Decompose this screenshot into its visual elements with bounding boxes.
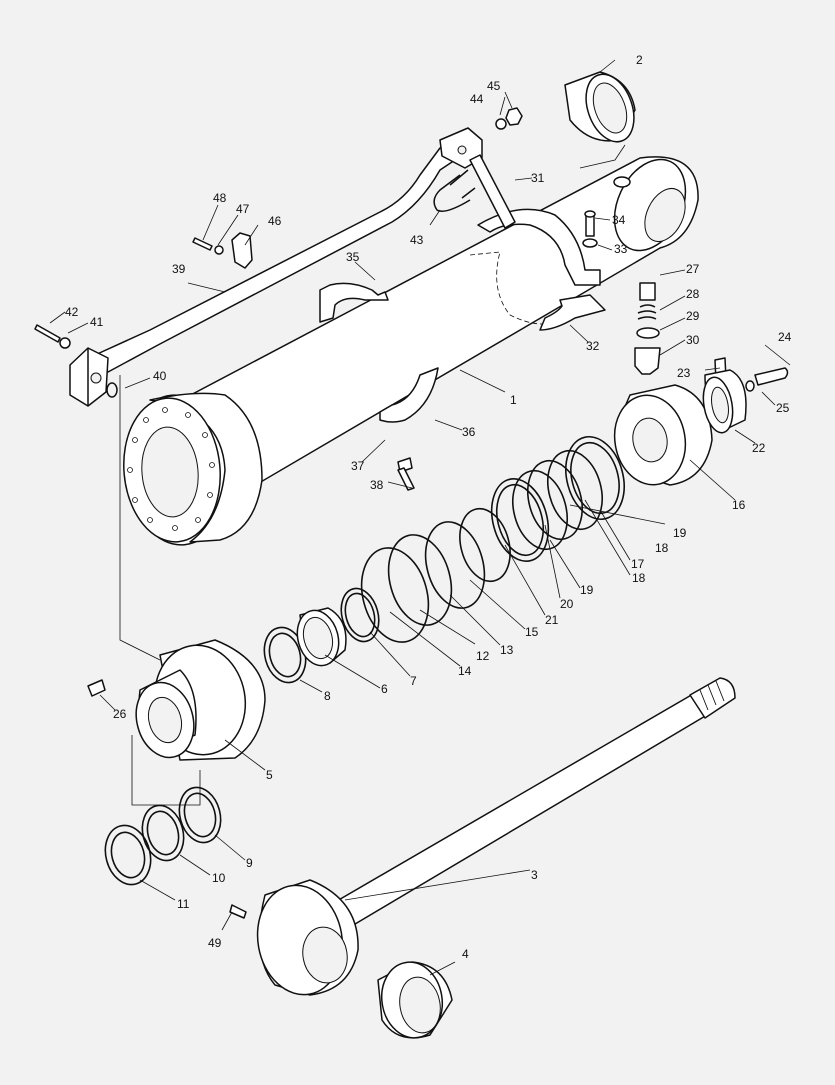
callout-45: 45 (487, 79, 501, 93)
callout-18: 18 (655, 541, 669, 555)
tube-line (94, 127, 483, 373)
callout-20: 20 (560, 597, 574, 611)
callout-15: 15 (525, 625, 539, 639)
callout-11: 11 (177, 897, 190, 911)
u-bolt (433, 174, 471, 212)
callout-18: 18 (632, 571, 646, 585)
callout-27: 27 (686, 262, 700, 276)
callout-2: 2 (636, 53, 643, 67)
callout-36: 36 (462, 425, 476, 439)
callout-35: 35 (346, 250, 360, 264)
callout-41: 41 (90, 315, 104, 329)
callout-13: 13 (500, 643, 514, 657)
callout-7: 7 (410, 674, 417, 688)
callout-34: 34 (612, 213, 626, 227)
bushing-4 (377, 961, 453, 1039)
callout-30: 30 (686, 333, 700, 347)
callout-21: 21 (545, 613, 559, 627)
callout-43: 43 (410, 233, 424, 247)
callout-14: 14 (458, 664, 472, 678)
clamp-35 (319, 282, 389, 323)
callout-5: 5 (266, 768, 273, 782)
cylinder-head-5 (87, 639, 266, 761)
clamp-lower (469, 251, 606, 331)
flange-block (34, 324, 118, 407)
bushing-2 (564, 71, 636, 143)
callout-44: 44 (470, 92, 484, 106)
head-seals (104, 786, 222, 886)
callout-6: 6 (381, 682, 388, 696)
callout-37: 37 (351, 459, 365, 473)
clamp-upper (469, 154, 601, 286)
callout-32: 32 (586, 339, 600, 353)
callout-19: 19 (580, 583, 594, 597)
callout-10: 10 (212, 871, 226, 885)
callout-12: 12 (476, 649, 490, 663)
callout-42: 42 (65, 305, 79, 319)
callout-23: 23 (677, 366, 691, 380)
callout-3: 3 (531, 868, 538, 882)
callout-38: 38 (370, 478, 384, 492)
callout-49: 49 (208, 936, 222, 950)
callout-26: 26 (113, 707, 127, 721)
callout-25: 25 (776, 401, 790, 415)
callout-4: 4 (462, 947, 469, 961)
bushing-6 (296, 607, 347, 667)
callout-1: 1 (510, 393, 517, 407)
callout-9: 9 (246, 856, 253, 870)
callout-39: 39 (172, 262, 186, 276)
piston-16 (613, 384, 713, 486)
callout-17: 17 (631, 557, 645, 571)
callout-22: 22 (752, 441, 766, 455)
callout-46: 46 (268, 214, 282, 228)
callout-29: 29 (686, 309, 700, 323)
callout-48: 48 (213, 191, 227, 205)
callout-28: 28 (686, 287, 700, 301)
callout-31: 31 (531, 171, 545, 185)
nut-22 (702, 369, 747, 434)
callout-40: 40 (153, 369, 167, 383)
guide-lines (119, 144, 626, 806)
seal-rings (263, 435, 625, 684)
callout-47: 47 (236, 202, 250, 216)
callout-19: 19 (673, 526, 687, 540)
piston-rod-3 (229, 677, 736, 996)
clamp-36 (379, 367, 439, 423)
callout-24: 24 (778, 330, 792, 344)
callout-8: 8 (324, 689, 331, 703)
callout-33: 33 (614, 242, 628, 256)
callout-16: 16 (732, 498, 746, 512)
